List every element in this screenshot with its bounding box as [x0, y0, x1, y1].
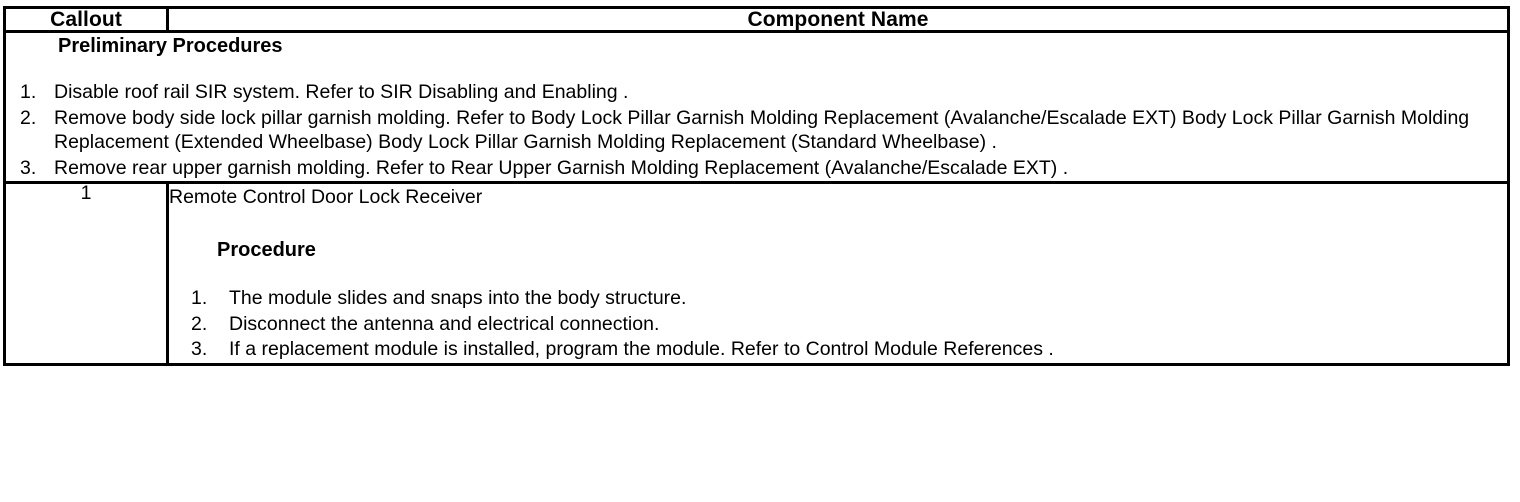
- list-item: 1. Disable roof rail SIR system. Refer t…: [6, 80, 1507, 105]
- table-row: 1 Remote Control Door Lock Receiver Proc…: [3, 181, 1510, 366]
- column-header-callout: Callout: [3, 6, 169, 33]
- list-item: 3. Remove rear upper garnish molding. Re…: [6, 156, 1507, 181]
- list-item: 2. Disconnect the antenna and electrical…: [169, 312, 1507, 337]
- component-name-text: Remote Control Door Lock Receiver: [169, 186, 483, 208]
- column-header-component-name: Component Name: [166, 6, 1510, 33]
- list-item: 3. If a replacement module is installed,…: [169, 337, 1507, 362]
- preliminary-steps-list: 1. Disable roof rail SIR system. Refer t…: [6, 80, 1507, 180]
- table-header-row: Callout Component Name: [3, 6, 1510, 33]
- service-procedure-table: Callout Component Name Preliminary Proce…: [3, 6, 1510, 366]
- table-body: Preliminary Procedures 1. Disable roof r…: [3, 30, 1510, 366]
- table-header: Callout Component Name: [3, 6, 1510, 33]
- list-item-number: 2.: [20, 106, 37, 129]
- list-item-number: 1.: [191, 287, 208, 309]
- table-row-preliminary: Preliminary Procedures 1. Disable roof r…: [3, 30, 1510, 184]
- list-item-text: If a replacement module is installed, pr…: [229, 338, 1054, 360]
- service-procedure-sheet: Callout Component Name Preliminary Proce…: [0, 6, 1520, 502]
- list-item-text: Disable roof rail SIR system. Refer to S…: [54, 81, 629, 103]
- callout-number: 1: [3, 181, 169, 366]
- preliminary-procedures-heading: Preliminary Procedures: [58, 35, 283, 57]
- preliminary-procedures-cell: Preliminary Procedures 1. Disable roof r…: [3, 30, 1510, 184]
- procedure-heading: Procedure: [217, 239, 316, 261]
- list-item-number: 2.: [191, 312, 208, 335]
- list-item: 1. The module slides and snaps into the …: [169, 286, 1507, 311]
- list-item-text: Remove body side lock pillar garnish mol…: [54, 106, 1470, 154]
- component-cell: Remote Control Door Lock Receiver Proced…: [166, 181, 1510, 366]
- list-item-text: Disconnect the antenna and electrical co…: [229, 312, 660, 335]
- list-item-number: 3.: [191, 338, 208, 360]
- list-item-text: The module slides and snaps into the bod…: [229, 287, 687, 309]
- procedure-steps-list: 1. The module slides and snaps into the …: [169, 286, 1507, 362]
- list-item: 2. Remove body side lock pillar garnish …: [6, 106, 1507, 155]
- list-item-text: Remove rear upper garnish molding. Refer…: [54, 156, 1069, 179]
- list-item-number: 1.: [20, 81, 37, 103]
- list-item-number: 3.: [20, 156, 37, 179]
